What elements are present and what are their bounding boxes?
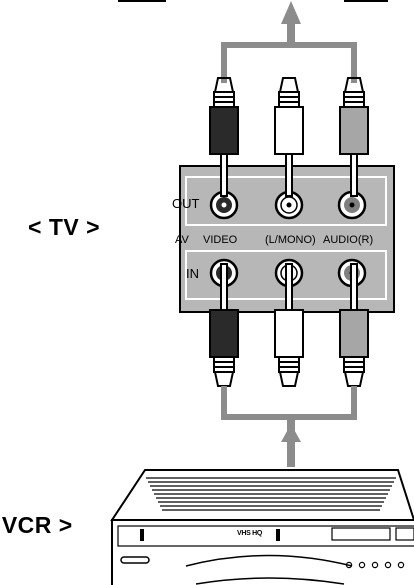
video-label: VIDEO [203, 234, 238, 246]
av-label: AV [175, 234, 189, 246]
audio-r-label: AUDIO(R) [323, 234, 374, 246]
vhs-badge: VHS HQ [237, 530, 263, 537]
top-edge-line-right [344, 0, 388, 2]
up-arrow-shaft [287, 22, 295, 48]
top-edge-line-left [118, 0, 166, 2]
out-row-label: OUT [172, 196, 200, 211]
l-mono-label: (L/MONO) [265, 234, 316, 246]
up-arrow-icon-lower [281, 424, 301, 442]
out-audio-r-jack [337, 190, 367, 220]
up-arrow-icon [281, 1, 301, 24]
out-audio-l-jack [274, 190, 304, 220]
input-cable-bundle [221, 386, 357, 420]
vcr-device [110, 469, 414, 585]
out-video-jack [209, 190, 239, 220]
in-row-label: IN [186, 266, 199, 281]
vcr-label: < VCR > [0, 512, 73, 538]
tv-label: < TV > [28, 214, 101, 240]
